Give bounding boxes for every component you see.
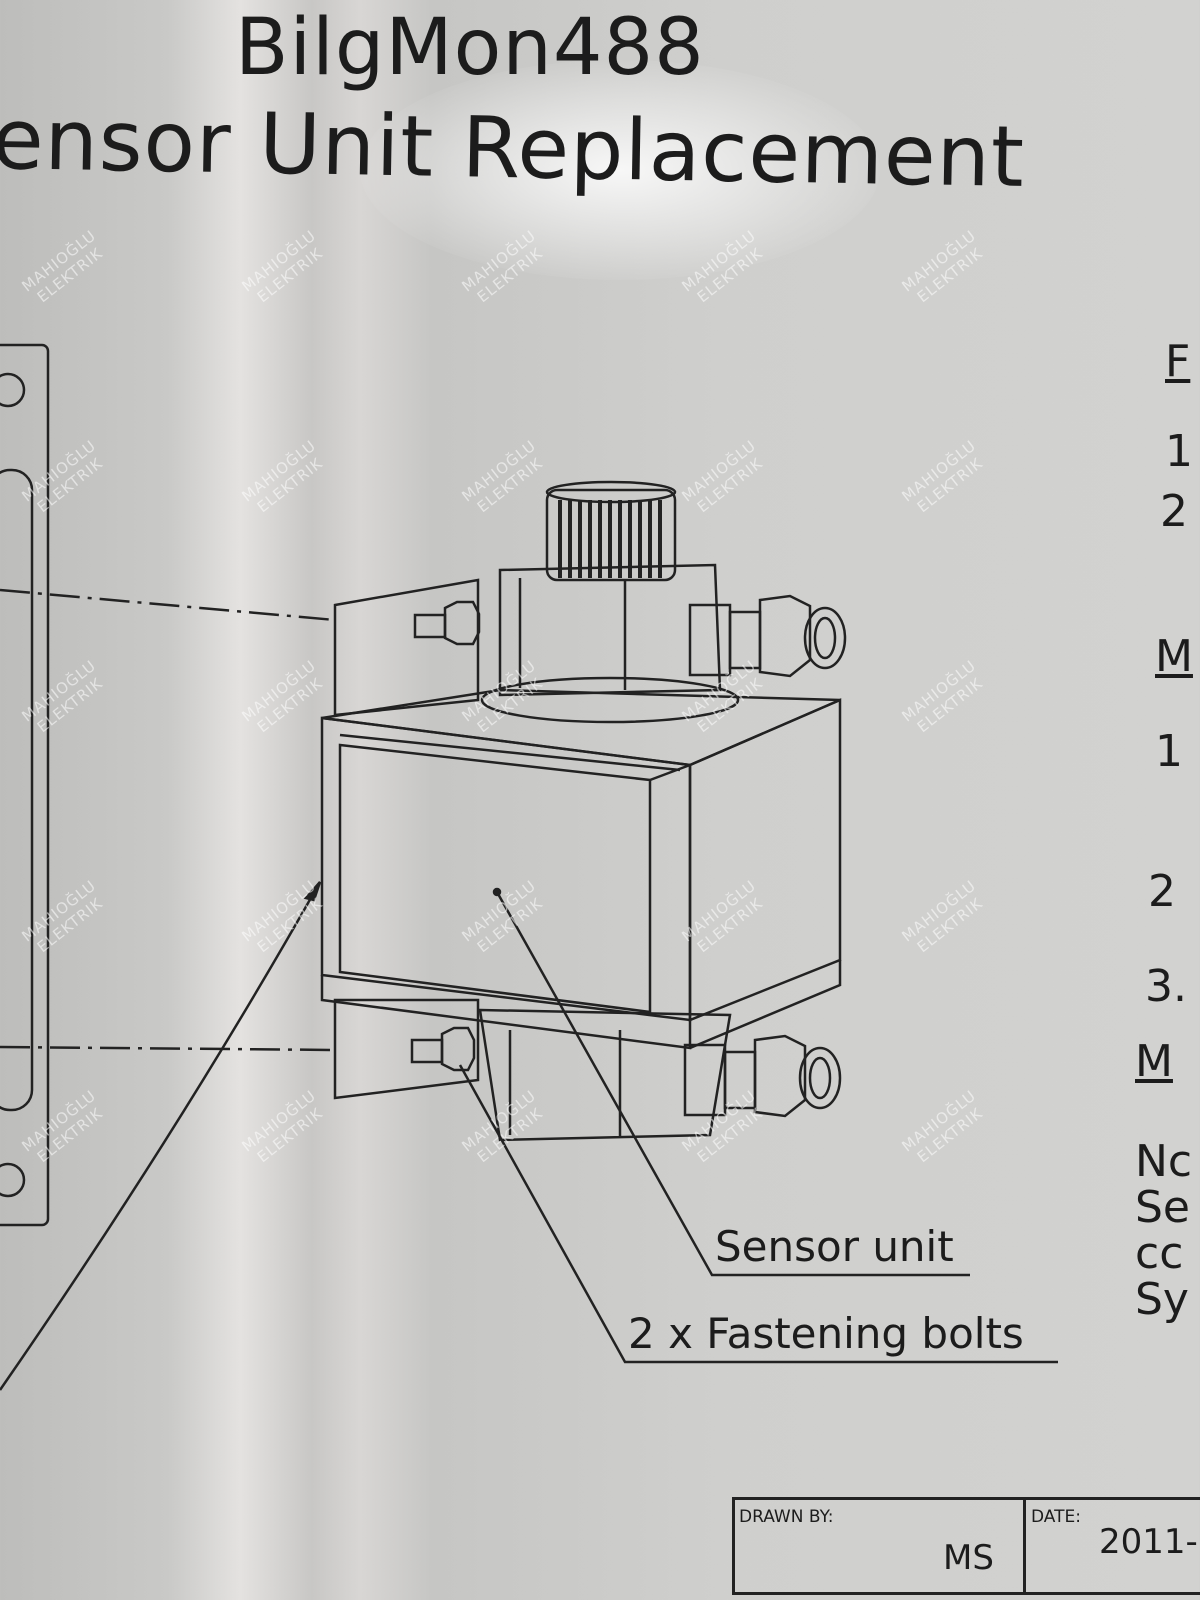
date-value: 2011- <box>1099 1522 1198 1562</box>
date-label: DATE: <box>1031 1507 1081 1527</box>
light-glare <box>360 60 880 280</box>
label-fastening-bolts: 2 x Fastening bolts <box>628 1309 1024 1358</box>
alignment-line-top <box>0 588 336 622</box>
title-block: DRAWN BY: MS DATE: 2011- <box>732 1497 1200 1595</box>
side-heading-1: F <box>1165 336 1191 387</box>
alignment-line-bottom <box>0 1045 336 1052</box>
fastening-bolt-top <box>413 600 481 646</box>
lower-hex-body <box>478 1008 732 1142</box>
leader-sensor-unit <box>495 891 970 1277</box>
side-heading-2: M <box>1155 631 1193 682</box>
side-step: 2 <box>1160 486 1188 537</box>
side-step: 2 <box>1148 866 1176 917</box>
label-sensor-unit: Sensor unit <box>715 1222 954 1271</box>
drawn-by-label: DRAWN BY: <box>739 1507 834 1527</box>
arrow-line <box>0 881 322 1391</box>
side-heading-3: M <box>1135 1036 1173 1087</box>
side-step: 1 <box>1165 426 1193 477</box>
upper-flange <box>480 676 740 724</box>
left-housing-part <box>0 343 50 1227</box>
side-note-line: Sy <box>1135 1274 1189 1325</box>
leader-dot <box>492 887 502 897</box>
drawn-by-value: MS <box>943 1538 994 1578</box>
side-note-line: Se <box>1135 1182 1190 1233</box>
side-note-line: cc <box>1135 1228 1184 1279</box>
leader-fastening-bolts <box>458 1064 1058 1364</box>
adjustment-knob <box>545 480 677 582</box>
side-step: 3. <box>1145 961 1187 1012</box>
title-block-divider <box>1023 1500 1026 1592</box>
arrow-head <box>303 881 322 902</box>
side-note-line: Nc <box>1135 1136 1193 1187</box>
side-step: 1 <box>1155 726 1183 777</box>
mounting-bracket <box>333 578 480 1100</box>
title-model: BilgMon488 <box>235 3 705 93</box>
lower-fitting <box>683 1034 842 1118</box>
sensor-unit-box <box>320 688 842 1050</box>
upper-fitting <box>688 594 847 678</box>
fastening-bolt-bottom <box>410 1026 476 1072</box>
